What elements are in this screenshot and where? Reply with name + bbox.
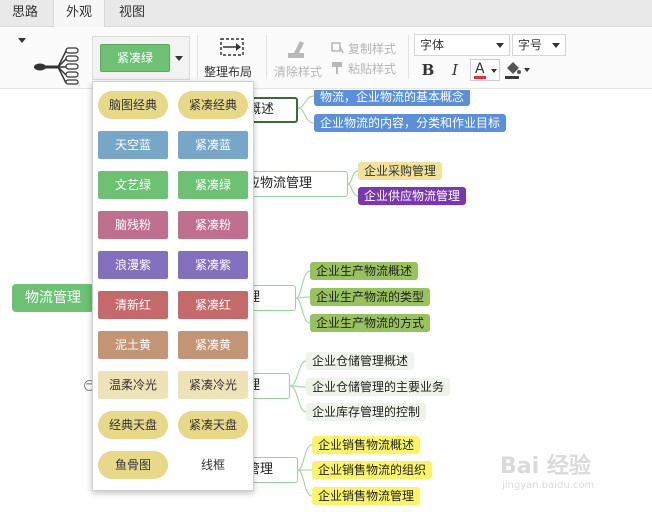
subtopic-node[interactable]: 企业物流的内容，分类和作业目标 bbox=[314, 114, 507, 132]
root-topic[interactable]: 物流管理 bbox=[12, 284, 94, 312]
clear-style-button[interactable]: 清除样式 bbox=[272, 35, 324, 81]
tidy-layout-icon bbox=[220, 38, 244, 56]
tab-ideas[interactable]: 思路 bbox=[12, 5, 39, 20]
font-color-button[interactable]: A bbox=[470, 59, 500, 81]
theme-option[interactable]: 紧凑红 bbox=[178, 291, 248, 319]
copy-style-label: 复制样式 bbox=[348, 42, 397, 56]
watermark-logo: Bai 经验 bbox=[500, 454, 591, 479]
theme-option[interactable]: 浪漫紫 bbox=[98, 251, 168, 279]
theme-option[interactable]: 脑图经典 bbox=[98, 91, 168, 119]
font-size-select[interactable]: 字号 bbox=[512, 34, 566, 56]
theme-option[interactable]: 鱼骨图 bbox=[98, 451, 168, 479]
theme-option[interactable]: 脑残粉 bbox=[98, 211, 168, 239]
chevron-down-icon bbox=[552, 43, 560, 48]
copy-style-icon bbox=[331, 42, 344, 54]
italic-button[interactable]: I bbox=[452, 61, 458, 79]
tidy-layout-button[interactable]: 整理布局 bbox=[204, 35, 260, 81]
chevron-down-icon bbox=[491, 69, 497, 73]
toolbar: 紧凑绿 整理布局 清除样式 复制样式 粘贴样式 bbox=[0, 27, 652, 89]
font-color-swatch bbox=[474, 76, 486, 79]
paint-bucket-icon bbox=[505, 62, 521, 79]
theme-option[interactable]: 泥土黄 bbox=[98, 331, 168, 359]
toolbar-divider bbox=[197, 35, 198, 79]
copy-style-button[interactable]: 复制样式 bbox=[330, 39, 402, 57]
theme-option[interactable]: 紧凑黄 bbox=[178, 331, 248, 359]
subtopic-node[interactable]: 企业仓储管理的主要业务 bbox=[306, 378, 451, 396]
theme-selector[interactable]: 紧凑绿 bbox=[92, 36, 190, 80]
eraser-brush-icon bbox=[288, 41, 304, 58]
paste-style-button[interactable]: 粘贴样式 bbox=[330, 59, 402, 77]
theme-option[interactable]: 紧凑紫 bbox=[178, 251, 248, 279]
theme-option[interactable]: 清新红 bbox=[98, 291, 168, 319]
tab-bar: 思路 外观 视图 bbox=[0, 0, 652, 28]
theme-option[interactable]: 天空蓝 bbox=[98, 131, 168, 159]
theme-option[interactable]: 经典天盘 bbox=[98, 411, 168, 439]
subtopic-node[interactable]: 企业销售物流概述 bbox=[312, 436, 421, 454]
theme-option[interactable]: 温柔冷光 bbox=[98, 371, 168, 399]
subtopic-node[interactable]: 企业库存管理的控制 bbox=[306, 403, 427, 421]
subtopic-node[interactable]: 企业生产物流的方式 bbox=[310, 314, 431, 332]
mindmap-structure-icon bbox=[18, 38, 79, 85]
theme-option[interactable]: 紧凑蓝 bbox=[178, 131, 248, 159]
bold-button[interactable]: B bbox=[421, 61, 435, 79]
subtopic-node[interactable]: 企业仓储管理概述 bbox=[306, 352, 415, 370]
chevron-down-icon bbox=[496, 43, 504, 48]
subtopic-node[interactable]: 企业销售物流的组织 bbox=[312, 461, 433, 479]
theme-option[interactable]: 线框 bbox=[178, 451, 248, 479]
paste-style-label: 粘贴样式 bbox=[348, 62, 397, 76]
toolbar-divider bbox=[266, 35, 267, 79]
chevron-down-icon bbox=[524, 68, 530, 72]
theme-option[interactable]: 紧凑绿 bbox=[178, 171, 248, 199]
theme-option[interactable]: 紧凑天盘 bbox=[178, 411, 248, 439]
toolbar-divider bbox=[408, 35, 409, 79]
current-theme-chip: 紧凑绿 bbox=[100, 44, 170, 72]
chevron-down-icon bbox=[175, 56, 183, 61]
branch-topic[interactable]: 应物流管理 bbox=[238, 171, 348, 197]
baidu-jingyan-watermark: Bai 经验 jingyan.baidu.com bbox=[500, 448, 620, 498]
font-color-icon: A bbox=[475, 61, 485, 77]
tidy-layout-label: 整理布局 bbox=[204, 65, 253, 79]
theme-option[interactable]: 紧凑粉 bbox=[178, 211, 248, 239]
background-color-button[interactable] bbox=[502, 59, 532, 81]
clear-style-label: 清除样式 bbox=[274, 65, 323, 79]
theme-option[interactable]: 文艺绿 bbox=[98, 171, 168, 199]
theme-option[interactable]: 紧凑经典 bbox=[178, 91, 248, 119]
watermark-url: jingyan.baidu.com bbox=[502, 480, 595, 491]
font-size-value: 字号 bbox=[518, 38, 543, 52]
structure-template-button[interactable] bbox=[14, 33, 86, 85]
font-family-value: 字体 bbox=[420, 38, 445, 52]
theme-dropdown-panel: 脑图经典紧凑经典天空蓝紧凑蓝文艺绿紧凑绿脑残粉紧凑粉浪漫紫紧凑紫清新红紧凑红泥土… bbox=[92, 81, 254, 491]
theme-option[interactable]: 紧凑冷光 bbox=[178, 371, 248, 399]
subtopic-node[interactable]: 企业供应物流管理 bbox=[358, 187, 467, 205]
font-family-select[interactable]: 字体 bbox=[414, 34, 510, 56]
tab-view[interactable]: 视图 bbox=[119, 5, 146, 20]
subtopic-node[interactable]: 企业采购管理 bbox=[358, 162, 443, 180]
subtopic-node[interactable]: 企业生产物流的类型 bbox=[310, 288, 431, 306]
paste-style-icon bbox=[332, 62, 342, 74]
subtopic-node[interactable]: 企业销售物流管理 bbox=[312, 487, 421, 505]
tab-appearance[interactable]: 外观 bbox=[53, 0, 106, 28]
subtopic-node[interactable]: 物流，企业物流的基本概念 bbox=[314, 90, 471, 106]
subtopic-node[interactable]: 企业生产物流概述 bbox=[310, 262, 419, 280]
